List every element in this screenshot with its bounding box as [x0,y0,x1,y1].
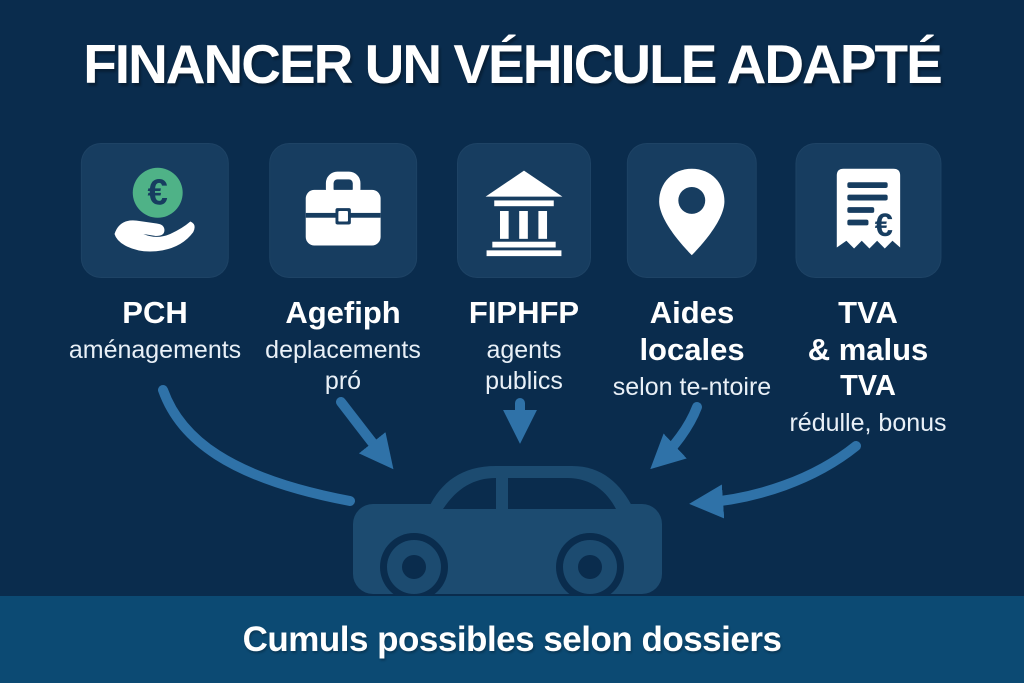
footer-band: Cumuls possibles selon dossiers [0,596,1024,683]
footer-text: Cumuls possibles selon dossiers [242,619,782,659]
program-desc: agents publics [485,336,563,395]
program-name: PCH [122,295,188,330]
arrow-pch-to-car [158,385,355,506]
car-front-wheel [380,533,448,600]
program-name: Agefiph [285,295,401,330]
hand-euro-icon: € [107,163,203,259]
icon-card: € [795,143,941,278]
program-desc: aménagements [68,336,242,364]
program-column-aides-locales: Aides locales selon te-ntoire [613,143,771,403]
car-rear-window [508,478,616,509]
program-column-tva-malus: € TVA & malus TVA rédulle, bonus [789,143,947,439]
program-desc: deplacements pró [265,336,421,395]
program-column-pch: € PCH aménagements [69,143,241,366]
arrow-aides-to-car [650,402,702,470]
car-rear-wheel [556,533,624,600]
program-column-fiphfp: FIPHFP agents publics [457,143,591,397]
program-name: Aides locales [639,295,745,367]
program-name: FIPHFP [468,295,580,330]
icon-card [457,143,591,278]
program-subname: TVA [840,370,896,402]
icon-card [627,143,757,278]
program-desc: rédulle, bonus [789,409,947,437]
page-title: FINANCER UN VÉHICULE ADAPTÉ [83,33,943,95]
map-pin-icon [644,163,740,259]
bank-icon [476,163,572,259]
briefcase-icon [295,163,391,259]
icon-card [269,143,417,278]
svg-text:€: € [874,205,892,242]
car-silhouette [353,466,662,600]
svg-text:€: € [148,171,168,212]
receipt-euro-icon: € [820,163,916,259]
program-name: TVA & malus [807,295,929,367]
car-front-window [443,478,496,509]
arrow-tva-to-car [689,441,861,519]
arrow-agefiph-to-car [336,397,394,470]
program-desc: selon te-ntoire [612,373,772,401]
program-column-agefiph: Agefiph deplacements pró [265,143,421,397]
icon-card: € [80,143,229,278]
